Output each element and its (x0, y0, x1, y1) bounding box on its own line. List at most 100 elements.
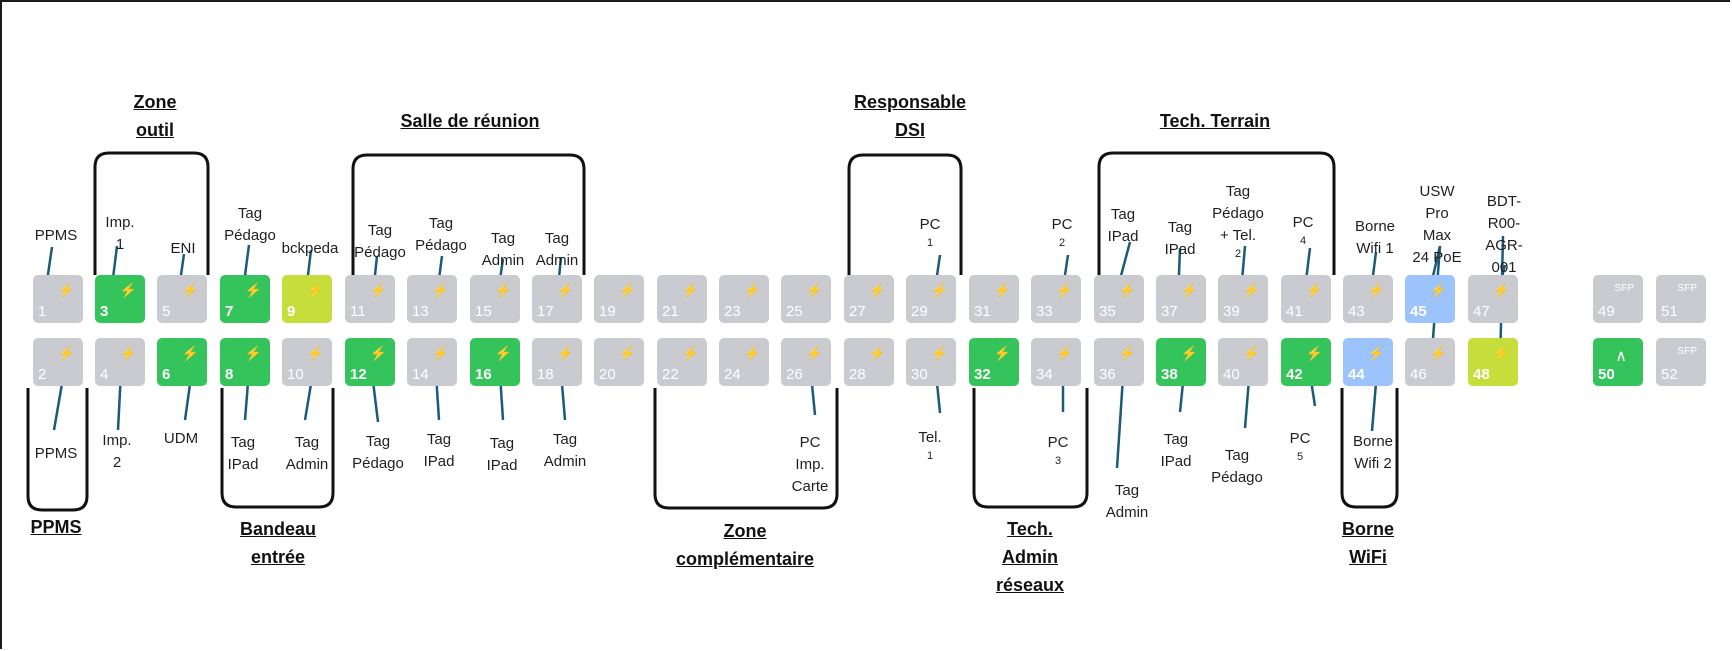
group-bracket (93, 151, 210, 275)
port-1[interactable]: ⚡1 (33, 275, 83, 323)
port-7[interactable]: ⚡7 (220, 275, 270, 323)
group-title: Tech. Terrain (1159, 111, 1271, 131)
port-number: 18 (537, 366, 554, 383)
port-13[interactable]: ⚡13 (407, 275, 457, 323)
port-number: 49 (1598, 303, 1615, 320)
port-number: 35 (1099, 303, 1116, 320)
port-number: 12 (350, 366, 367, 383)
port-50[interactable]: ∧50 (1593, 338, 1643, 386)
port-49[interactable]: SFP 49 (1593, 275, 1643, 323)
port-2[interactable]: ⚡2 (33, 338, 83, 386)
spark-icon: ⚡ (556, 282, 574, 298)
port-label: UDM (164, 428, 198, 450)
spark-icon: ⚡ (1367, 282, 1385, 298)
port-44[interactable]: ⚡44 (1343, 338, 1393, 386)
port-45[interactable]: ⚡45 (1405, 275, 1455, 323)
port-label-text: Tag IPad (486, 435, 518, 474)
port-27[interactable]: ⚡27 (844, 275, 894, 323)
port-number: 7 (225, 303, 234, 320)
port-label-index: 2 (1058, 237, 1066, 249)
port-number: 38 (1161, 366, 1178, 383)
spark-icon: ⚡ (1180, 282, 1198, 298)
port-number: 6 (162, 366, 171, 383)
spark-icon: ⚡ (1055, 345, 1073, 361)
port-number: 25 (786, 303, 803, 320)
group-title: Salle de réunion (400, 111, 540, 131)
spark-icon: ⚡ (1055, 282, 1073, 298)
port-34[interactable]: ⚡34 (1031, 338, 1081, 386)
port-22[interactable]: ⚡22 (657, 338, 707, 386)
spark-icon: ⚡ (244, 345, 262, 361)
port-29[interactable]: ⚡29 (906, 275, 956, 323)
port-35[interactable]: ⚡35 (1094, 275, 1144, 323)
port-48[interactable]: ⚡48 (1468, 338, 1518, 386)
port-15[interactable]: ⚡15 (470, 275, 520, 323)
port-28[interactable]: ⚡28 (844, 338, 894, 386)
group-title: Zone complémentaire (675, 521, 815, 569)
port-label-text: Tel. (918, 429, 942, 446)
port-label-text: PC (919, 216, 941, 233)
port-38[interactable]: ⚡38 (1156, 338, 1206, 386)
port-label: PPMS (35, 225, 78, 247)
port-31[interactable]: ⚡31 (969, 275, 1019, 323)
port-16[interactable]: ⚡16 (470, 338, 520, 386)
port-10[interactable]: ⚡10 (282, 338, 332, 386)
port-4[interactable]: ⚡4 (95, 338, 145, 386)
port-21[interactable]: ⚡21 (657, 275, 707, 323)
port-43[interactable]: ⚡43 (1343, 275, 1393, 323)
spark-icon: ⚡ (556, 345, 574, 361)
port-label: BDT- R00- AGR- 001 (1485, 191, 1523, 279)
port-46[interactable]: ⚡46 (1405, 338, 1455, 386)
port-39[interactable]: ⚡39 (1218, 275, 1268, 323)
port-18[interactable]: ⚡18 (532, 338, 582, 386)
port-8[interactable]: ⚡8 (220, 338, 270, 386)
port-label-text: PPMS (34, 227, 78, 244)
spark-icon: ⚡ (1492, 282, 1510, 298)
port-number: 14 (412, 366, 429, 383)
port-number: 41 (1286, 303, 1303, 320)
port-17[interactable]: ⚡17 (532, 275, 582, 323)
port-36[interactable]: ⚡36 (1094, 338, 1144, 386)
port-3[interactable]: ⚡3 (95, 275, 145, 323)
port-label: Tag Admin (286, 432, 329, 476)
port-41[interactable]: ⚡41 (1281, 275, 1331, 323)
port-12[interactable]: ⚡12 (345, 338, 395, 386)
port-24[interactable]: ⚡24 (719, 338, 769, 386)
port-14[interactable]: ⚡14 (407, 338, 457, 386)
sfp-label: SFP (1614, 283, 1634, 294)
port-label-text: Tag IPad (1164, 219, 1196, 258)
port-number: 16 (475, 366, 492, 383)
port-23[interactable]: ⚡23 (719, 275, 769, 323)
port-33[interactable]: ⚡33 (1031, 275, 1081, 323)
port-label: Tag Pédago (415, 213, 467, 257)
port-9[interactable]: ⚡9 (282, 275, 332, 323)
port-label-text: PC (1047, 434, 1069, 451)
port-label-text: Tag Admin (543, 431, 587, 470)
port-11[interactable]: ⚡11 (345, 275, 395, 323)
port-number: 26 (786, 366, 803, 383)
port-25[interactable]: ⚡25 (781, 275, 831, 323)
port-label-text: Tag Admin (481, 230, 525, 269)
port-number: 43 (1348, 303, 1365, 320)
port-20[interactable]: ⚡20 (594, 338, 644, 386)
spark-icon: ⚡ (993, 345, 1011, 361)
port-47[interactable]: ⚡47 (1468, 275, 1518, 323)
port-number: 45 (1410, 303, 1427, 320)
port-6[interactable]: ⚡6 (157, 338, 207, 386)
port-19[interactable]: ⚡19 (594, 275, 644, 323)
port-number: 40 (1223, 366, 1240, 383)
port-label-text: PC (1289, 430, 1311, 447)
port-26[interactable]: ⚡26 (781, 338, 831, 386)
group-title: PPMS (30, 517, 82, 537)
port-number: 21 (662, 303, 679, 320)
port-37[interactable]: ⚡37 (1156, 275, 1206, 323)
port-30[interactable]: ⚡30 (906, 338, 956, 386)
port-5[interactable]: ⚡5 (157, 275, 207, 323)
port-42[interactable]: ⚡42 (1281, 338, 1331, 386)
port-32[interactable]: ⚡32 (969, 338, 1019, 386)
port-40[interactable]: ⚡40 (1218, 338, 1268, 386)
